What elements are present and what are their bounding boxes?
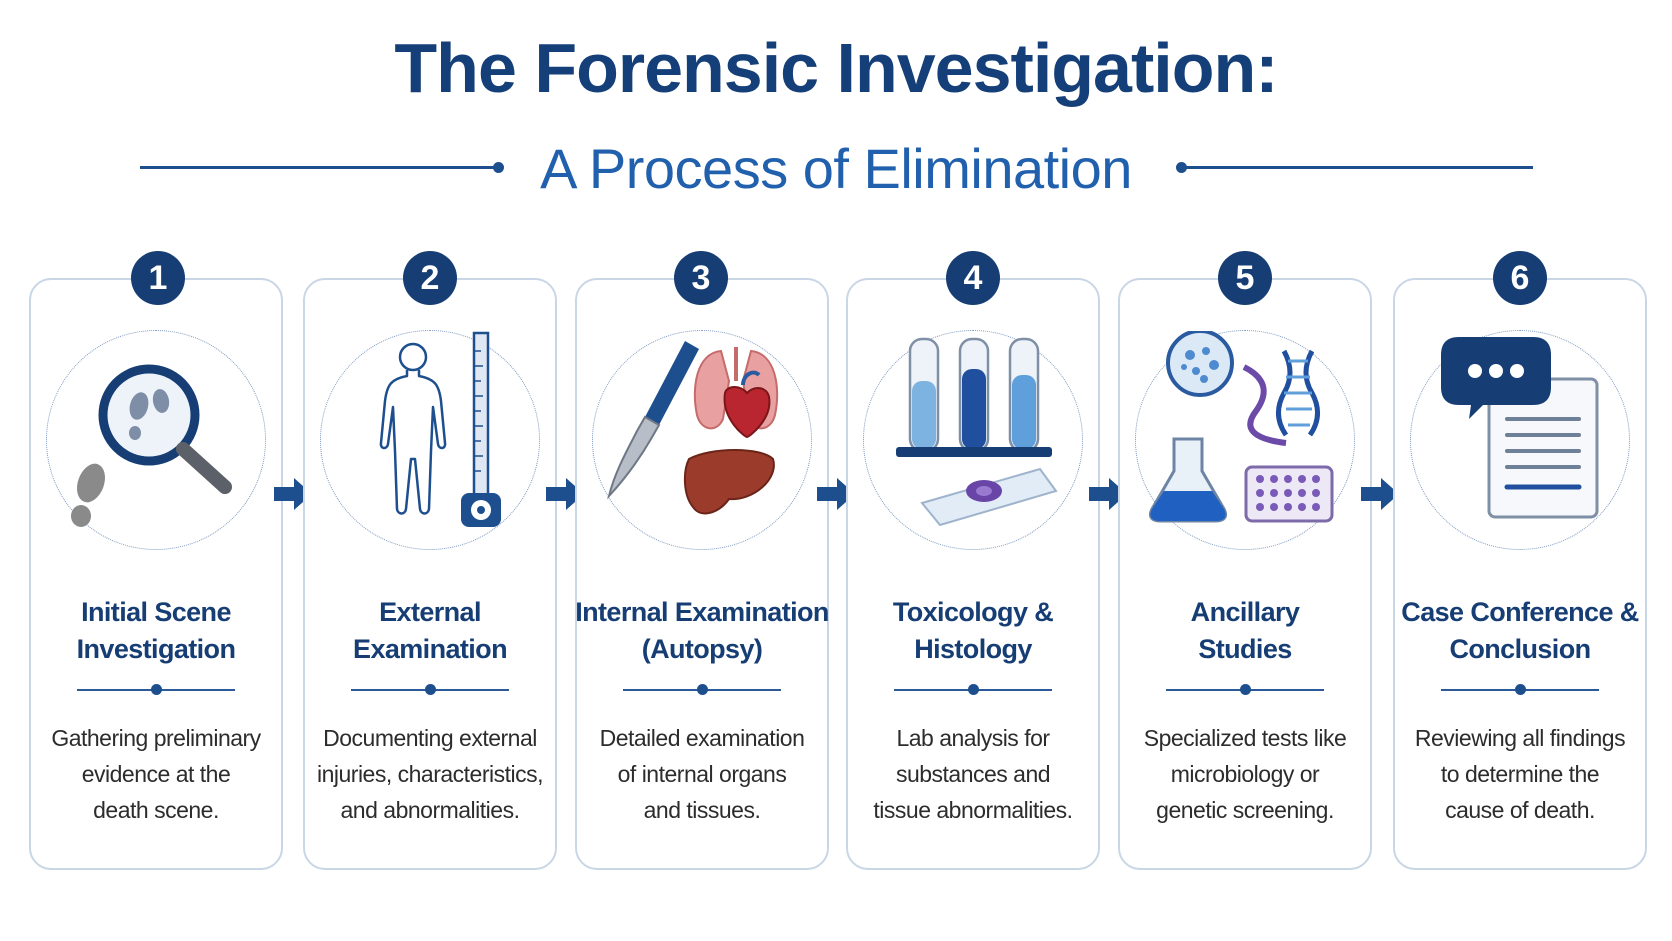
- step-desc-line: of internal organs: [617, 761, 787, 787]
- step-desc-line: microbiology or: [1170, 761, 1320, 787]
- step-title: Internal Examination (Autopsy): [575, 594, 829, 668]
- subtitle-rule-right: [1184, 166, 1533, 169]
- step-title-line: Toxicology &: [892, 597, 1054, 627]
- step-divider-dot: [968, 684, 979, 695]
- step-desc-line: genetic screening.: [1156, 797, 1334, 823]
- step-title-line: Investigation: [76, 634, 236, 664]
- step-3-icon-circle: [592, 330, 812, 550]
- body-outline-ruler-icon: [379, 331, 501, 527]
- arrow-right-icon: [1089, 478, 1127, 510]
- arrow-right-icon: [817, 478, 855, 510]
- step-title-line: (Autopsy): [641, 634, 763, 664]
- step-title-line: Conclusion: [1449, 634, 1592, 664]
- step-title: Case Conference & Conclusion: [1393, 594, 1647, 668]
- step-desc-line: tissue abnormalities.: [873, 797, 1073, 823]
- subtitle-rule-dot-right: [1176, 162, 1187, 173]
- step-description: Documenting external injuries, character…: [303, 720, 557, 828]
- step-desc-line: Lab analysis for: [896, 725, 1050, 751]
- step-number-badge: 6: [1493, 251, 1547, 305]
- step-desc-line: and tissues.: [643, 797, 761, 823]
- step-title-line: Examination: [353, 634, 508, 664]
- step-description: Specialized tests like microbiology or g…: [1118, 720, 1372, 828]
- step-divider-dot: [151, 684, 162, 695]
- step-desc-line: Gathering preliminary: [51, 725, 261, 751]
- step-desc-line: injuries, characteristics,: [316, 761, 544, 787]
- step-desc-line: Detailed examination: [599, 725, 805, 751]
- page-title: The Forensic Investigation:: [394, 29, 1278, 107]
- magnifier-footprints-icon: [71, 364, 232, 527]
- step-desc-line: and abnormalities.: [340, 797, 520, 823]
- step-desc-line: death scene.: [93, 797, 219, 823]
- subtitle-rule-dot-left: [493, 162, 504, 173]
- arrow-right-icon: [1361, 478, 1399, 510]
- step-desc-line: to determine the: [1440, 761, 1600, 787]
- step-number-badge: 2: [403, 251, 457, 305]
- step-divider-dot: [1515, 684, 1526, 695]
- petri-dna-flask-icon: [1148, 331, 1334, 523]
- step-number-badge: 4: [946, 251, 1000, 305]
- step-4-icon-circle: [863, 330, 1083, 550]
- step-description: Lab analysis for substances and tissue a…: [846, 720, 1100, 828]
- test-tubes-slide-icon: [896, 337, 1058, 527]
- step-title-line: External: [379, 597, 481, 627]
- step-number-badge: 5: [1218, 251, 1272, 305]
- step-desc-line: evidence at the: [81, 761, 231, 787]
- step-2-icon-circle: [320, 330, 540, 550]
- step-5-icon-circle: [1135, 330, 1355, 550]
- step-title-line: Histology: [914, 634, 1032, 664]
- step-title-line: Initial Scene: [81, 597, 231, 627]
- step-desc-line: Specialized tests like: [1143, 725, 1347, 751]
- step-description: Detailed examination of internal organs …: [575, 720, 829, 828]
- subtitle-row: A Process of Elimination: [0, 130, 1672, 200]
- scalpel-organs-icon: [607, 341, 779, 515]
- arrow-right-icon: [546, 478, 584, 510]
- step-title-line: Internal Examination: [575, 597, 829, 627]
- step-number-badge: 1: [131, 251, 185, 305]
- step-divider-dot: [697, 684, 708, 695]
- arrow-right-icon: [274, 478, 312, 510]
- step-desc-line: Reviewing all findings: [1414, 725, 1626, 751]
- step-title-line: Case Conference &: [1401, 597, 1639, 627]
- step-6-icon-circle: [1410, 330, 1630, 550]
- step-title: External Examination: [303, 594, 557, 668]
- step-number-badge: 3: [674, 251, 728, 305]
- step-description: Gathering preliminary evidence at the de…: [29, 720, 283, 828]
- chat-document-icon: [1441, 337, 1599, 519]
- step-title-line: Studies: [1198, 634, 1292, 664]
- step-desc-line: Documenting external: [323, 725, 537, 751]
- step-divider-dot: [1240, 684, 1251, 695]
- step-desc-line: substances and: [895, 761, 1051, 787]
- step-title: Initial Scene Investigation: [29, 594, 283, 668]
- step-title: Ancillary Studies: [1118, 594, 1372, 668]
- step-description: Reviewing all findings to determine the …: [1393, 720, 1647, 828]
- step-title: Toxicology & Histology: [846, 594, 1100, 668]
- step-title-line: Ancillary: [1190, 597, 1300, 627]
- subtitle-rule-left: [140, 166, 498, 169]
- page-subtitle: A Process of Elimination: [540, 137, 1132, 200]
- step-1-icon-circle: [46, 330, 266, 550]
- step-divider-dot: [425, 684, 436, 695]
- step-desc-line: cause of death.: [1445, 797, 1595, 823]
